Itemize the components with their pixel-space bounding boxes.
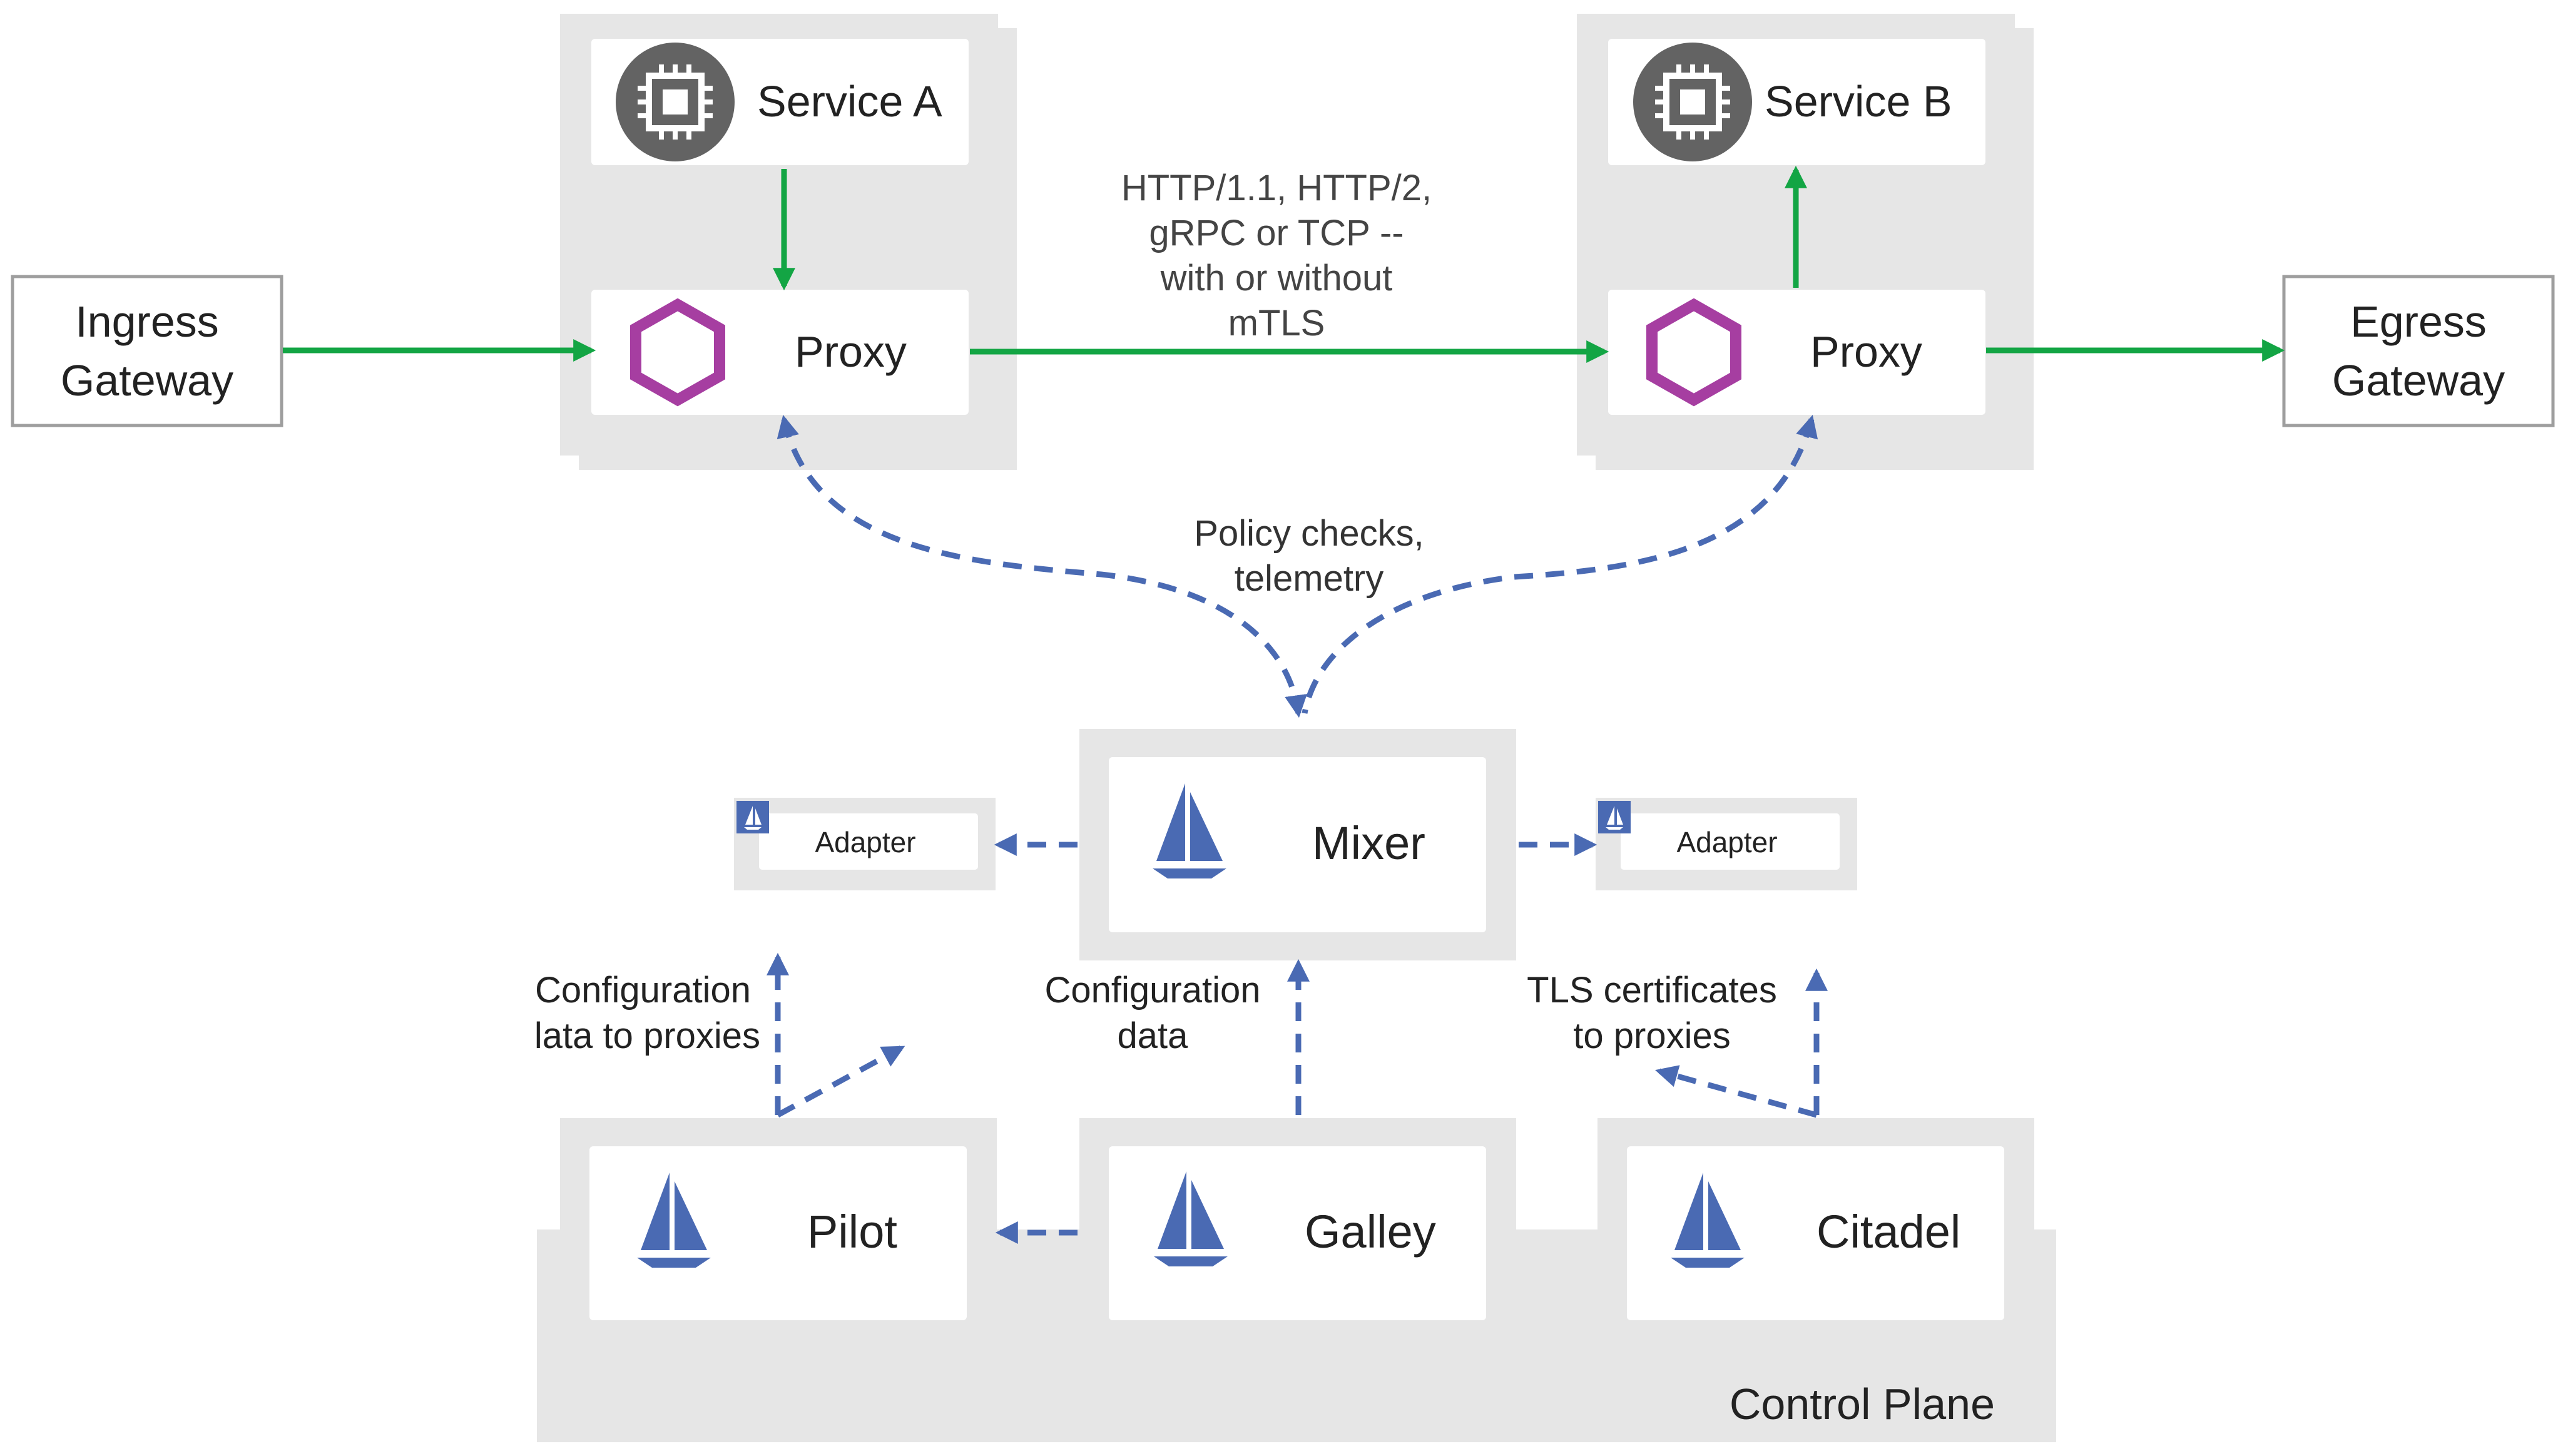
- service-a-pod: Service A Proxy: [560, 14, 1017, 470]
- adapter-left-label: Adapter: [815, 826, 915, 858]
- proxy-link-label-line2: gRPC or TCP --: [1149, 213, 1404, 253]
- egress-gateway-line1: Egress: [2350, 297, 2487, 346]
- proxy-link-label-line1: HTTP/1.1, HTTP/2,: [1121, 168, 1432, 208]
- control-plane-label: Control Plane: [1730, 1380, 1995, 1428]
- pilot-config-label-line2: lata to proxies: [534, 1016, 760, 1056]
- citadel-diagonal-arrow: [1655, 1065, 1818, 1118]
- service-a-label: Service A: [757, 77, 942, 126]
- galley-node: Galley: [1079, 1118, 1516, 1348]
- ingress-gateway-line1: Ingress: [75, 297, 219, 346]
- proxy-link-label: HTTP/1.1, HTTP/2, gRPC or TCP -- with or…: [1121, 168, 1432, 344]
- cpu-chip-icon: [1633, 43, 1752, 161]
- mixer-node: Mixer: [1079, 729, 1516, 960]
- hexagon-icon: [630, 298, 725, 407]
- service-b-label: Service B: [1765, 77, 1952, 126]
- citadel-tls-label-line2: to proxies: [1573, 1016, 1730, 1056]
- galley-config-label: Configuration data: [1045, 970, 1261, 1056]
- policy-label: Policy checks, telemetry: [1194, 513, 1424, 599]
- proxy-link-label-line3: with or without: [1160, 258, 1393, 298]
- policy-label-line1: Policy checks,: [1194, 513, 1424, 554]
- pilot-config-label: Configuration lata to proxies: [534, 970, 760, 1056]
- cpu-chip-icon: [616, 43, 735, 161]
- citadel-node: Citadel: [1597, 1118, 2034, 1348]
- proxy-a-label: Proxy: [795, 327, 907, 376]
- hexagon-icon: [1646, 298, 1741, 407]
- proxy-link-label-line4: mTLS: [1228, 303, 1325, 344]
- proxy-a-to-mixer-dashed-arrow: [777, 414, 1307, 718]
- adapter-right-label: Adapter: [1676, 826, 1777, 858]
- pilot-node: Pilot: [560, 1118, 997, 1348]
- adapter-right: Adapter: [1596, 798, 1857, 890]
- egress-gateway-line2: Gateway: [2332, 356, 2505, 405]
- proxy-b-label: Proxy: [1810, 327, 1922, 376]
- service-b-pod: Service B Proxy: [1577, 14, 2034, 470]
- galley-config-label-line1: Configuration: [1045, 970, 1261, 1011]
- citadel-tls-label: TLS certificates to proxies: [1527, 970, 1777, 1056]
- pilot-diagonal-arrow: [776, 1046, 905, 1117]
- policy-label-line2: telemetry: [1235, 558, 1384, 599]
- mixer-label: Mixer: [1312, 817, 1425, 869]
- citadel-label: Citadel: [1817, 1206, 1960, 1258]
- galley-label: Galley: [1305, 1206, 1436, 1258]
- proxy-b-to-mixer-dashed-arrow: [1302, 415, 1818, 714]
- ingress-gateway: Ingress Gateway: [11, 275, 283, 427]
- pilot-label: Pilot: [807, 1206, 897, 1258]
- adapter-left: Adapter: [734, 798, 996, 890]
- galley-config-label-line2: data: [1118, 1016, 1189, 1056]
- ingress-gateway-line2: Gateway: [61, 356, 233, 405]
- egress-gateway: Egress Gateway: [2282, 275, 2555, 427]
- pilot-config-label-line1: Configuration: [535, 970, 751, 1011]
- citadel-tls-label-line1: TLS certificates: [1527, 970, 1777, 1011]
